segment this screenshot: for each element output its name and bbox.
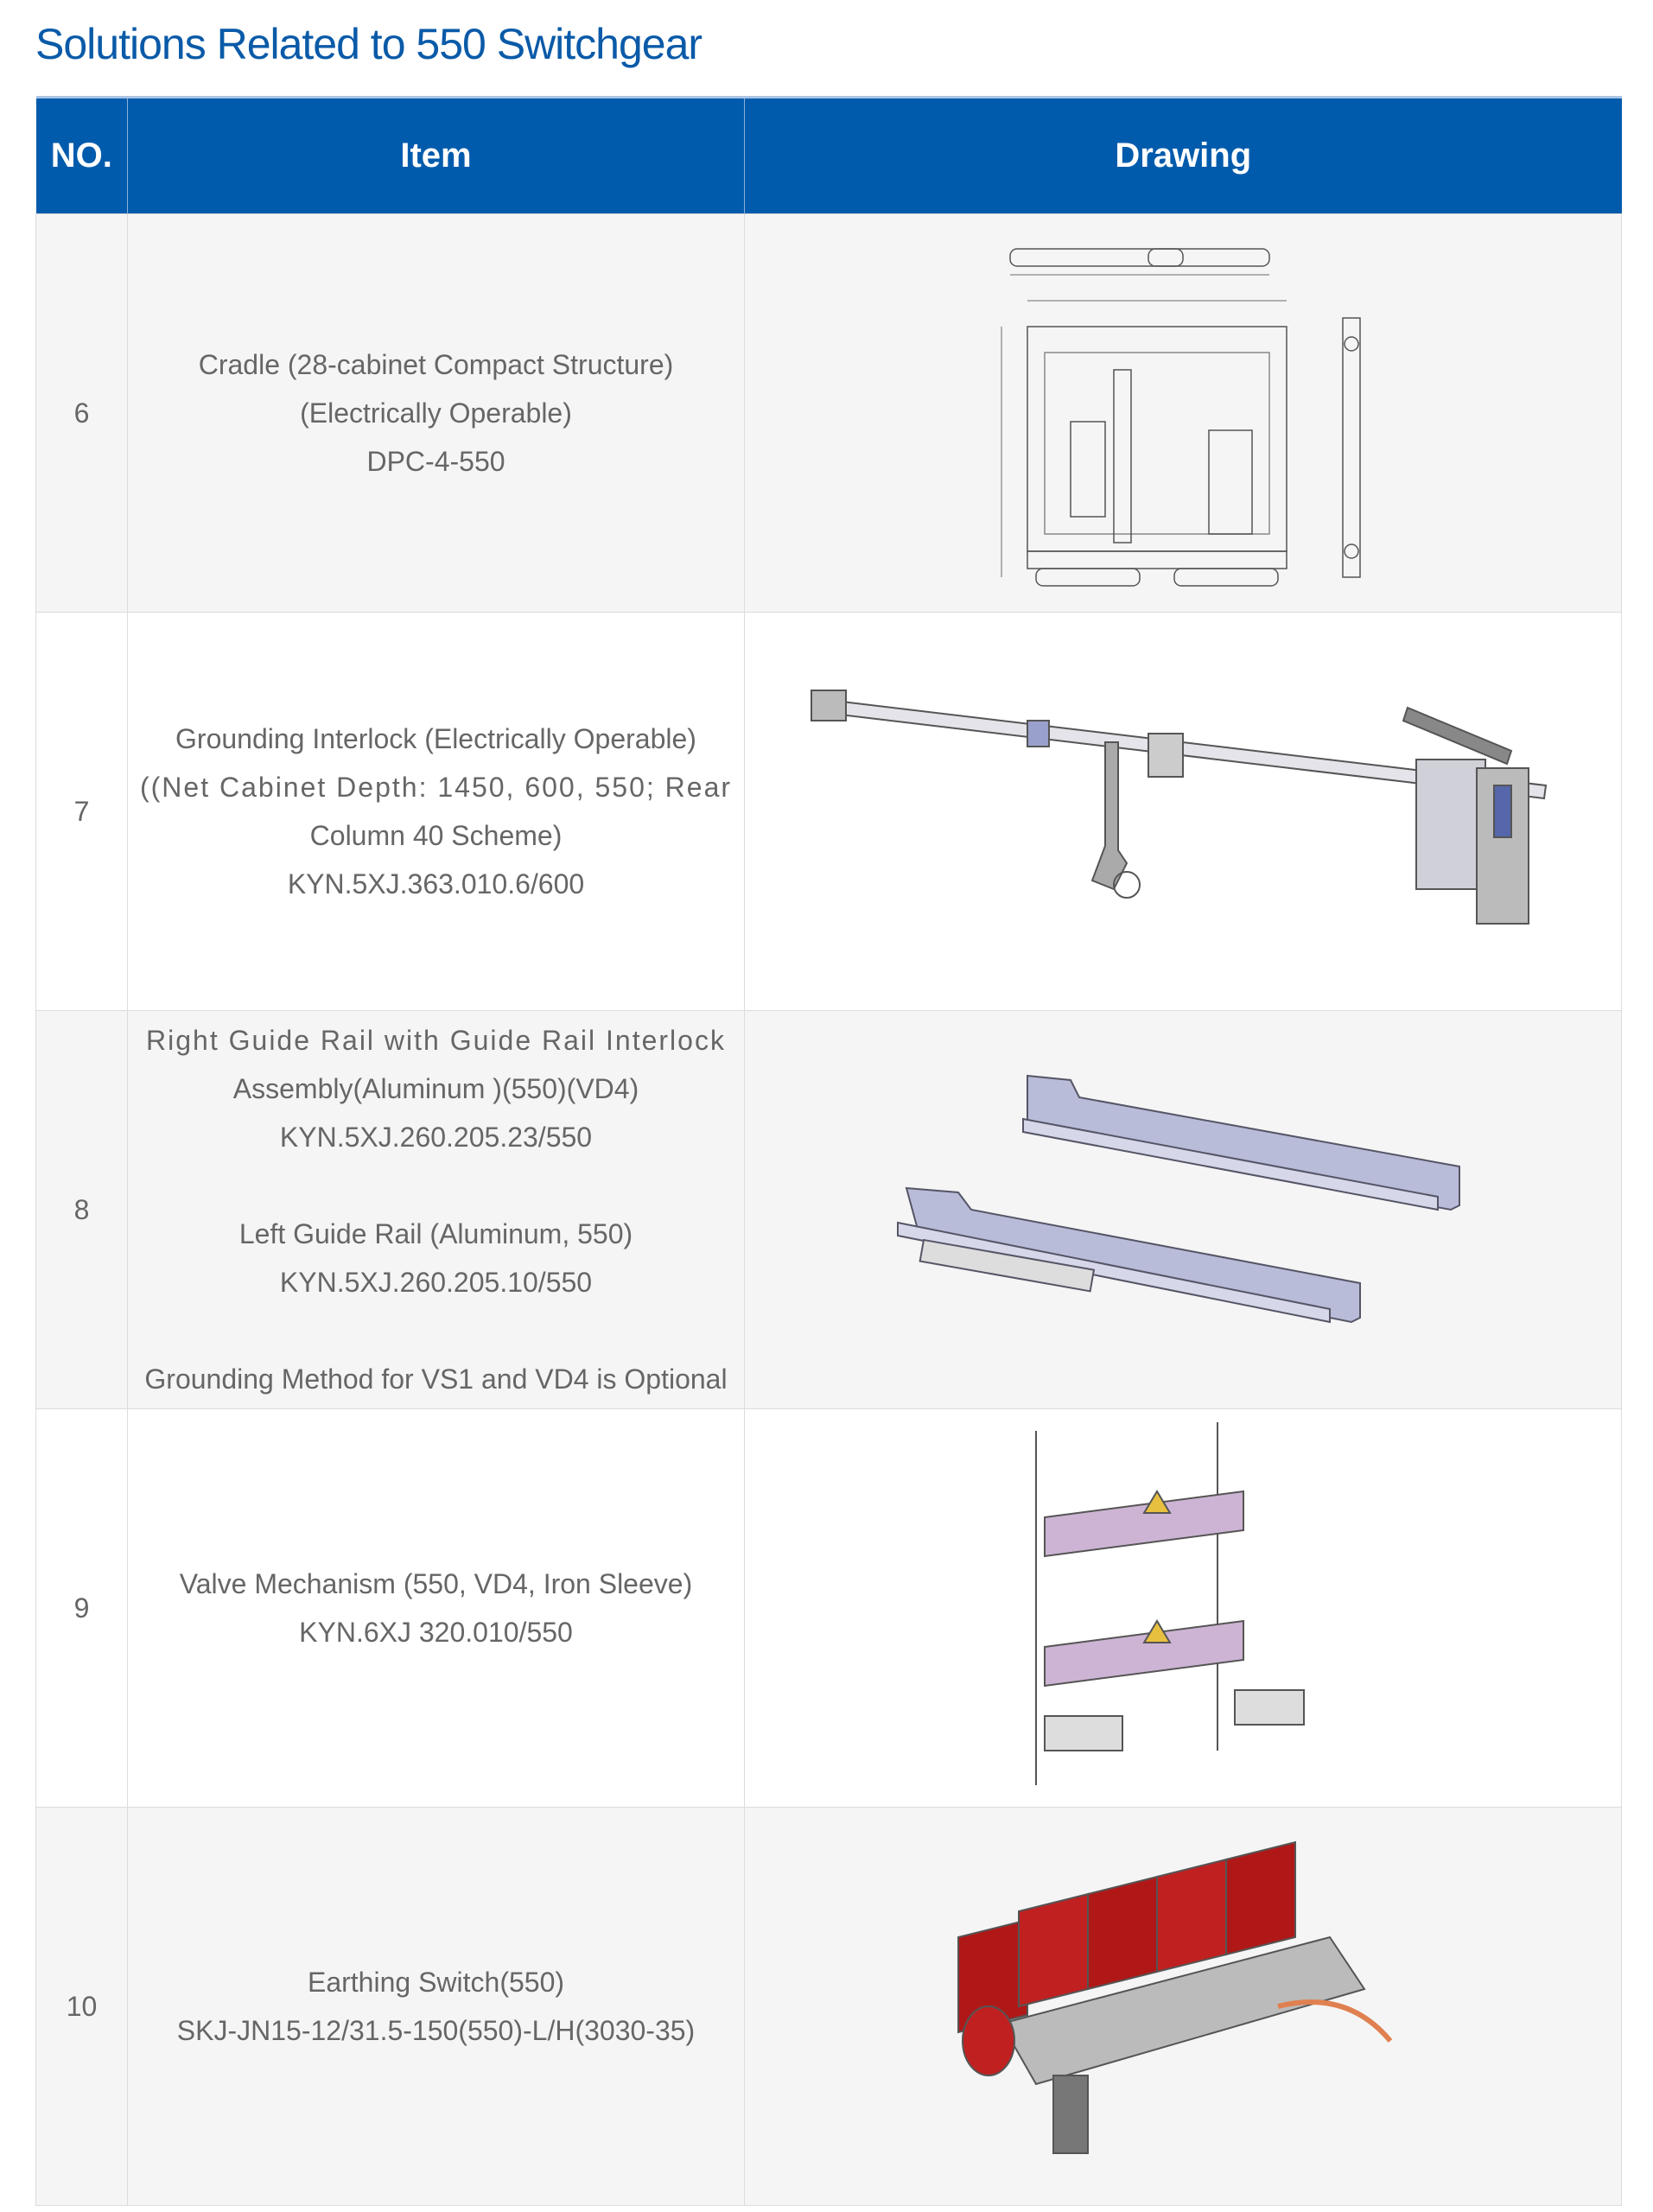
item-line xyxy=(128,1306,744,1355)
row-item: Grounding Interlock (Electrically Operab… xyxy=(127,612,745,1011)
table-row: 10 Earthing Switch(550) SKJ-JN15-12/31.5… xyxy=(35,1807,1622,2206)
item-line: Grounding Interlock (Electrically Operab… xyxy=(175,723,696,754)
solutions-table: NO. Item Drawing 6 Cradle (28-cabinet Co… xyxy=(35,96,1622,2206)
item-line: ((Net Cabinet Depth: 1450, 600, 550; Rea… xyxy=(139,772,733,803)
item-line: Assembly(Aluminum )(550)(VD4) xyxy=(232,1073,639,1104)
item-line: Left Guide Rail (Aluminum, 550) xyxy=(238,1218,633,1249)
row-no: 8 xyxy=(35,1010,128,1409)
item-line: Column 40 Scheme) xyxy=(309,820,563,851)
table-header: NO. Item Drawing xyxy=(35,96,1622,214)
item-line: KYN.5XJ.363.010.6/600 xyxy=(287,868,585,899)
item-line: Grounding Method for VS1 and VD4 is Opti… xyxy=(144,1363,728,1395)
table-row: 9 Valve Mechanism (550, VD4, Iron Sleeve… xyxy=(35,1408,1622,1808)
header-drawing: Drawing xyxy=(744,96,1622,214)
item-line xyxy=(128,1161,744,1210)
valve-mechanism-drawing xyxy=(744,1408,1622,1808)
item-line: KYN.5XJ.260.205.23/550 xyxy=(279,1122,593,1153)
item-line: Earthing Switch(550) xyxy=(307,1967,565,1998)
header-item: Item xyxy=(127,96,745,214)
table-row: 6 Cradle (28-cabinet Compact Structure) … xyxy=(35,213,1622,613)
row-item: Right Guide Rail with Guide Rail Interlo… xyxy=(127,1010,745,1409)
item-line: Valve Mechanism (550, VD4, Iron Sleeve) xyxy=(179,1568,693,1599)
earthing-switch-drawing xyxy=(744,1807,1622,2206)
row-no: 7 xyxy=(35,612,128,1011)
row-no: 10 xyxy=(35,1807,128,2206)
table-row: 8 Right Guide Rail with Guide Rail Inter… xyxy=(35,1010,1622,1409)
row-item: Valve Mechanism (550, VD4, Iron Sleeve) … xyxy=(127,1408,745,1808)
row-no: 9 xyxy=(35,1408,128,1808)
table-row: 7 Grounding Interlock (Electrically Oper… xyxy=(35,612,1622,1011)
item-line: SKJ-JN15-12/31.5-150(550)-L/H(3030-35) xyxy=(176,2015,696,2046)
header-no: NO. xyxy=(35,96,128,214)
item-line: (Electrically Operable) xyxy=(300,397,572,429)
item-line: KYN.6XJ 320.010/550 xyxy=(299,1617,573,1648)
item-line: Cradle (28-cabinet Compact Structure) xyxy=(198,349,674,380)
item-line: KYN.5XJ.260.205.10/550 xyxy=(279,1267,593,1298)
row-item: Earthing Switch(550) SKJ-JN15-12/31.5-15… xyxy=(127,1807,745,2206)
page-title: Solutions Related to 550 Switchgear xyxy=(35,20,703,68)
row-no: 6 xyxy=(35,213,128,613)
cradle-drawing xyxy=(744,213,1622,613)
item-line: DPC-4-550 xyxy=(366,446,505,477)
row-item: Cradle (28-cabinet Compact Structure) (E… xyxy=(127,213,745,613)
guide-rail-drawing xyxy=(744,1010,1622,1409)
grounding-interlock-drawing xyxy=(744,612,1622,1011)
item-line: Right Guide Rail with Guide Rail Interlo… xyxy=(146,1025,726,1056)
